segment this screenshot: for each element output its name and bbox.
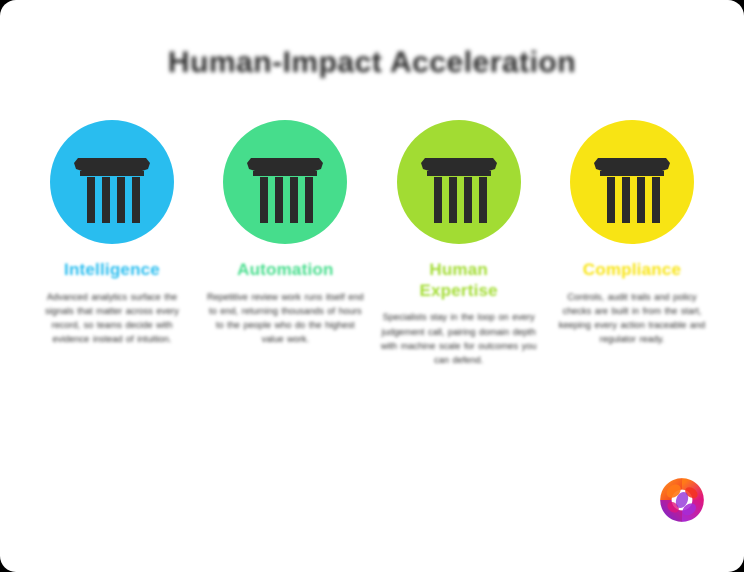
- pillar-label-intelligence: Intelligence: [64, 260, 160, 279]
- greek-pillar-icon: [420, 158, 497, 223]
- pillar-body-compliance: Controls, audit trails and policy checks…: [558, 291, 706, 345]
- pillar-compliance[interactable]: Compliance Controls, audit trails and po…: [548, 120, 716, 347]
- pillar-body-intelligence: Advanced analytics surface the signals t…: [45, 291, 179, 345]
- greek-pillar-icon: [247, 158, 324, 223]
- pillar-label-human-expertise: Human Expertise: [419, 260, 498, 300]
- pillar-intelligence[interactable]: Intelligence Advanced analytics surface …: [28, 120, 196, 347]
- pillar-body-automation: Repetitive review work runs itself end t…: [206, 291, 364, 345]
- pillar-icon-wrap-intelligence: [50, 120, 174, 244]
- pillar-circle-human-expertise: [396, 120, 521, 244]
- greek-pillar-icon: [593, 158, 670, 223]
- pillars-row: Intelligence Advanced analytics surface …: [28, 120, 716, 367]
- pillar-circle-compliance: [569, 120, 694, 244]
- pillar-label-automation: Automation: [237, 260, 334, 279]
- pillar-icon-wrap-compliance: [569, 120, 694, 244]
- pillar-circle-automation: [223, 120, 348, 244]
- pillar-label-compliance: Compliance: [582, 260, 682, 279]
- pillar-body-human-expertise: Specialists stay in the loop on every ju…: [380, 312, 537, 366]
- pillar-human-expertise[interactable]: Human Expertise Specialists stay in the …: [375, 120, 543, 367]
- greek-pillar-icon: [74, 158, 150, 223]
- brand-swirl-logo: [660, 478, 704, 522]
- page-title: Human-Impact Acceleration: [167, 46, 577, 79]
- pillar-icon-wrap-automation: [223, 120, 348, 244]
- pillar-icon-wrap-human-expertise: [396, 120, 521, 244]
- pillar-automation[interactable]: Automation Repetitive review work runs i…: [201, 120, 369, 347]
- pillar-circle-intelligence: [50, 120, 174, 244]
